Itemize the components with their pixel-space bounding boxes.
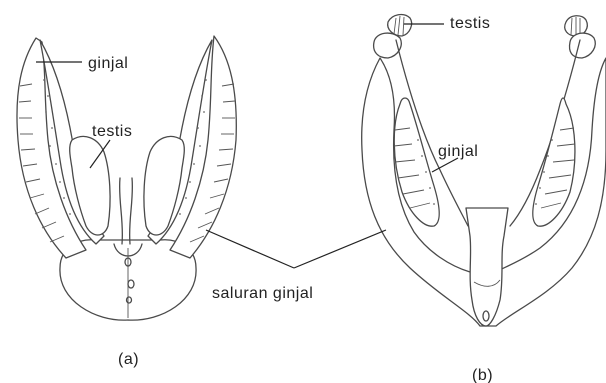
leader-ureter-a: [206, 230, 294, 268]
label-kidney-a: ginjal: [88, 55, 128, 72]
leader-ureter-b: [294, 230, 386, 268]
figure-b: testis ginjal (b): [294, 15, 606, 383]
central-duct-a: [120, 178, 133, 244]
label-kidney-b: ginjal: [438, 143, 478, 160]
label-testis-b: testis: [450, 15, 490, 32]
label-testis-a: testis: [92, 123, 132, 140]
caption-a: (a): [118, 351, 139, 368]
fat-body-right-b: [570, 33, 596, 58]
caption-b: (b): [472, 367, 493, 383]
label-ureter: saluran ginjal: [212, 285, 313, 302]
figure-a: ginjal testis (a): [17, 36, 294, 368]
testis-left-a: [70, 136, 110, 235]
testis-right-a: [144, 136, 184, 235]
